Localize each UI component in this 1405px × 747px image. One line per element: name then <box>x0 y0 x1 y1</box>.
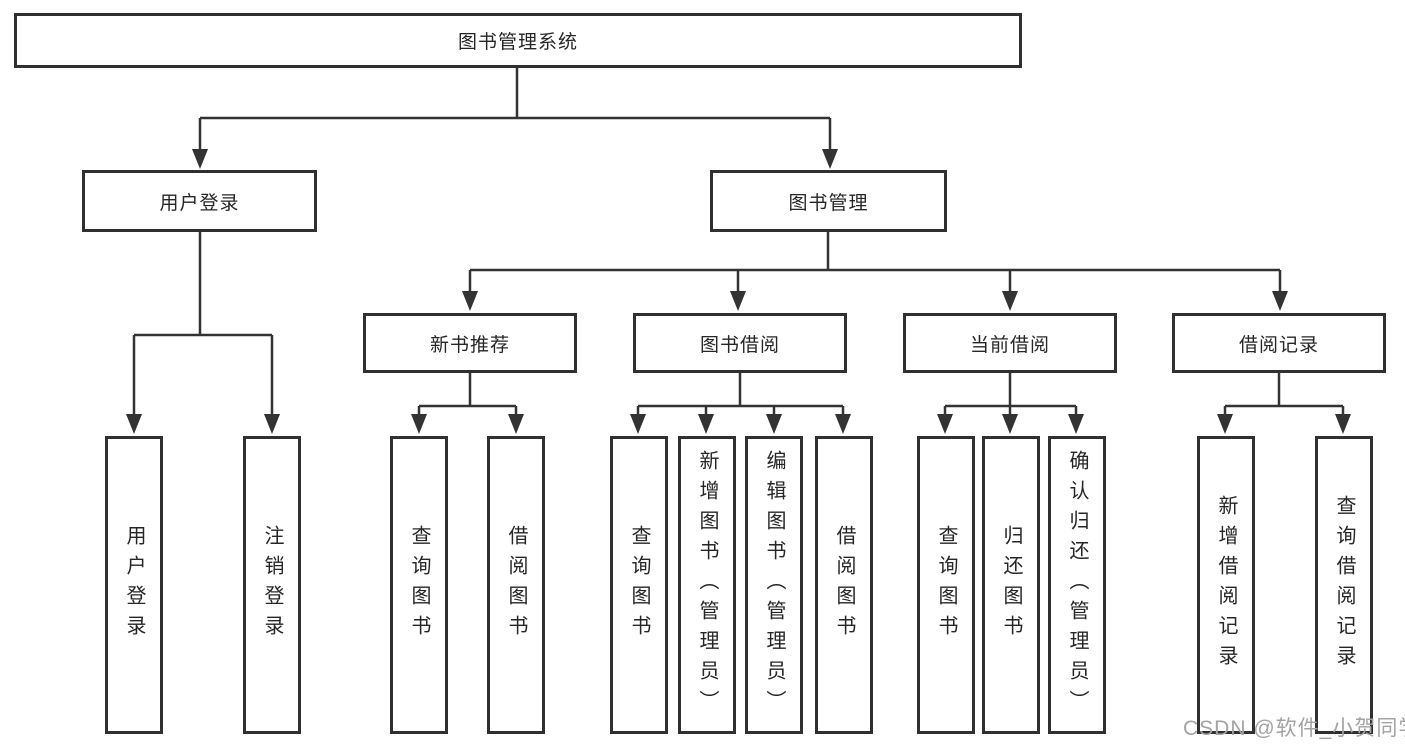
node-borrowing-records: 借阅记录 <box>1172 313 1386 373</box>
csdn-watermark: CSDN @软件_小贺同学 <box>1183 717 1405 740</box>
node-leaf-query-books-current: 查询图书 <box>917 436 975 734</box>
node-book-borrowing: 图书借阅 <box>633 313 847 373</box>
node-leaf-add-borrow-record: 新增借阅记录 <box>1197 436 1255 734</box>
node-leaf-confirm-return-admin: 确认归还（管理员） <box>1048 436 1106 734</box>
node-current-borrowing: 当前借阅 <box>903 313 1117 373</box>
node-leaf-return-books: 归还图书 <box>982 436 1040 734</box>
node-leaf-query-borrow-record: 查询借阅记录 <box>1315 436 1373 734</box>
node-leaf-logout: 注销登录 <box>243 436 301 734</box>
node-leaf-query-books-recommend: 查询图书 <box>390 436 448 734</box>
node-leaf-query-books-borrowing: 查询图书 <box>610 436 668 734</box>
node-new-book-recommend: 新书推荐 <box>363 313 577 373</box>
node-leaf-borrow-books-recommend: 借阅图书 <box>487 436 545 734</box>
node-leaf-add-books-admin: 新增图书（管理员） <box>678 436 736 734</box>
node-library-management-system: 图书管理系统 <box>14 13 1022 68</box>
node-user-login: 用户登录 <box>82 170 317 232</box>
tree-edges <box>132 68 1345 417</box>
node-leaf-user-login: 用户登录 <box>105 436 163 734</box>
node-leaf-borrow-books: 借阅图书 <box>815 436 873 734</box>
arrow-down-icons <box>126 149 1351 434</box>
node-leaf-edit-books-admin: 编辑图书（管理员） <box>745 436 803 734</box>
node-book-management: 图书管理 <box>710 170 947 232</box>
